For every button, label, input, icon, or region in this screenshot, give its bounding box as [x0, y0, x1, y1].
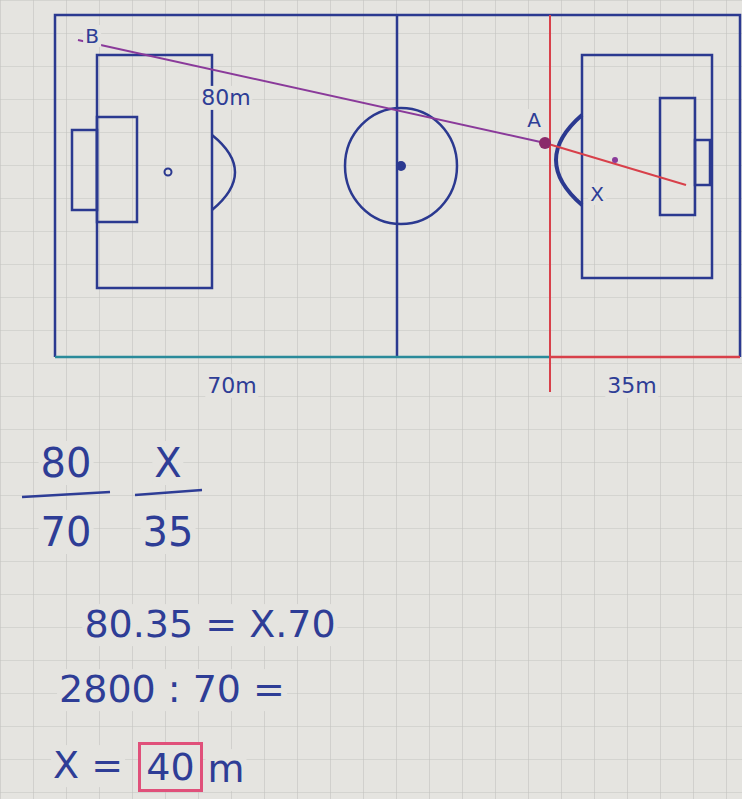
goal [695, 140, 710, 185]
equation-text: 2800 : 70 = [57, 669, 287, 711]
point-label: X [588, 183, 606, 205]
point-a [539, 137, 551, 149]
answer-value: 40 [146, 747, 195, 789]
dimension-label: 80m [199, 86, 252, 110]
dimension-label: 35m [605, 374, 658, 398]
answer-box: 40 [138, 742, 203, 792]
goal-area [97, 117, 137, 222]
dimension-label: 70m [205, 374, 258, 398]
goal [72, 130, 97, 210]
red-line [549, 15, 551, 392]
penalty-spot [165, 169, 172, 176]
red-line [550, 356, 740, 359]
penalty-arc [212, 135, 235, 210]
base-line [55, 356, 550, 359]
penalty-box [97, 55, 212, 288]
fraction-number: X [152, 441, 183, 485]
penalty-box [582, 55, 712, 278]
equation-text: 80.35 = X.70 [82, 604, 337, 646]
center-circle [345, 108, 457, 224]
fraction-bar [22, 492, 110, 497]
point-label: A [525, 109, 543, 131]
fraction-number: 35 [141, 510, 196, 554]
equation-text: X = [51, 745, 125, 787]
fraction-bar [135, 490, 202, 495]
point-label: B [83, 25, 101, 47]
sight-line [545, 143, 686, 185]
point-dot [612, 157, 618, 163]
equation-text: m [205, 749, 246, 791]
fraction-number: 70 [39, 510, 94, 554]
halfway-line [396, 15, 399, 357]
center-spot [396, 161, 406, 171]
fraction-number: 80 [39, 441, 94, 485]
goal-area [660, 98, 695, 215]
penalty-arc [556, 115, 582, 205]
pitch-outline [55, 15, 740, 357]
sight-line [78, 40, 545, 143]
pitch-lines [55, 15, 740, 357]
